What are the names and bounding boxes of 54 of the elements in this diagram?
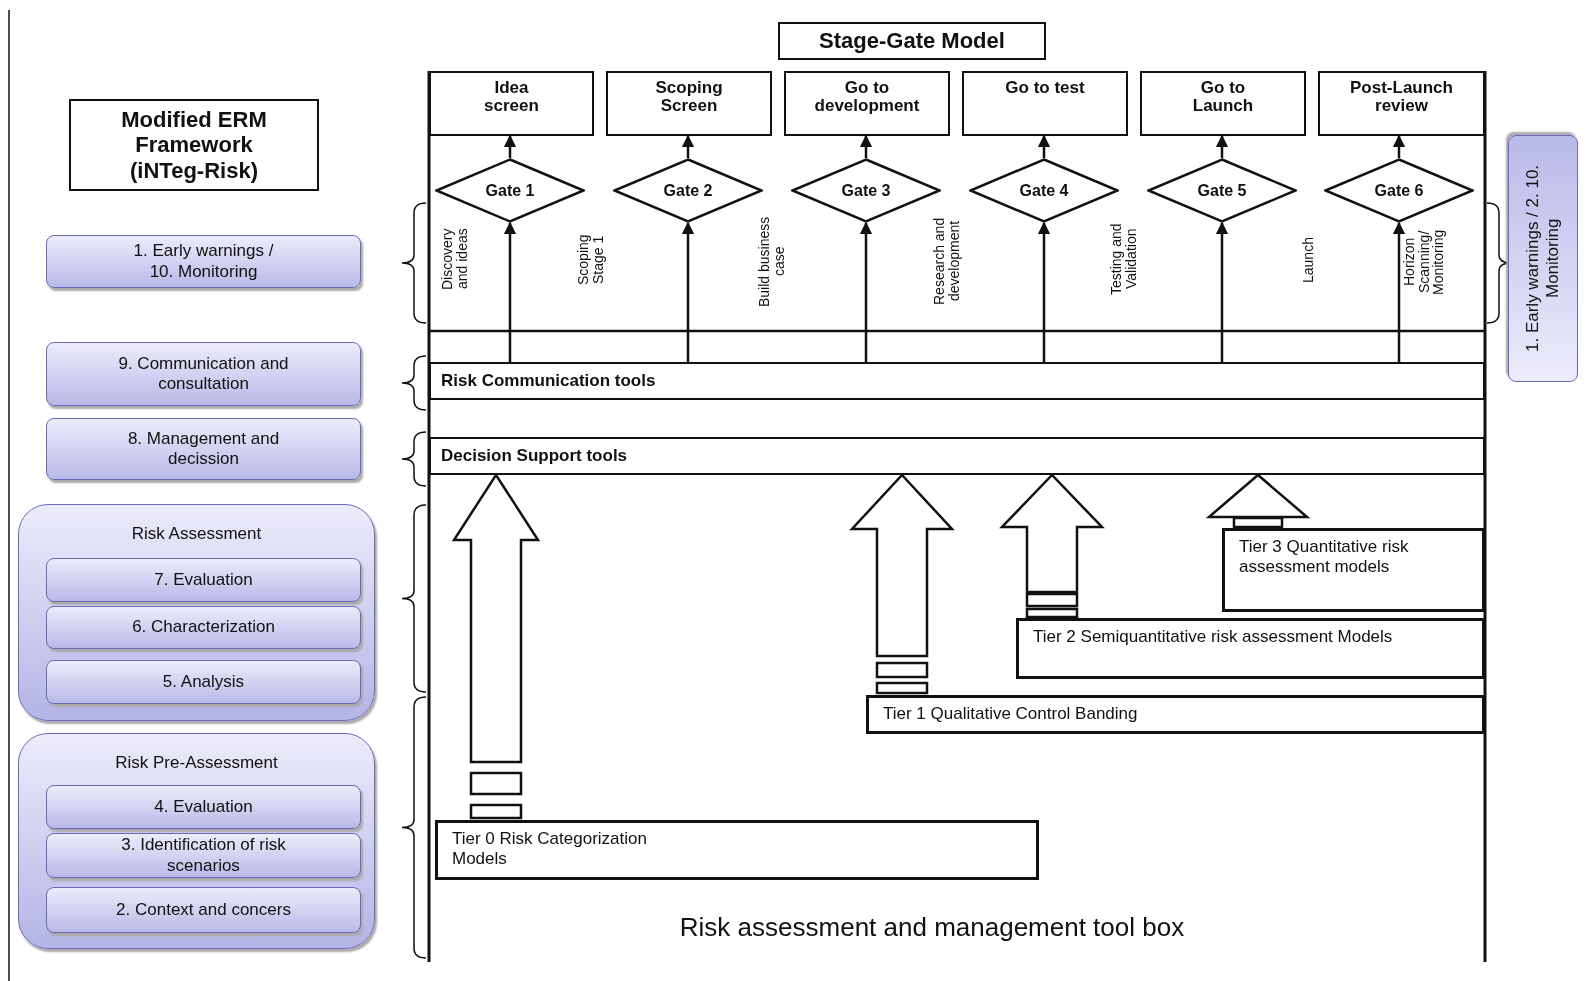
arrow (859, 134, 873, 158)
gate-diamond: Gate 5 (1147, 158, 1297, 223)
process-box: 3. Identification of risk scenarios (46, 833, 361, 878)
process-box: 1. Early warnings / 2. 10. Monitoring (1508, 135, 1578, 382)
heading-box: Modified ERM Framework (iNTeg-Risk) (69, 99, 319, 191)
block-arrow (849, 473, 955, 695)
arrow (1037, 221, 1051, 362)
stage-label: Testing and Validation (1109, 222, 1139, 297)
stage-box: Go to development (784, 71, 950, 136)
tier-box: Tier 1 Qualitative Control Banding (866, 695, 1485, 734)
arrow (1215, 221, 1229, 362)
block-arrow (999, 473, 1105, 619)
tool-band: Decision Support tools (429, 437, 1485, 475)
group-panel (18, 504, 375, 721)
stage-label: Launch (1301, 236, 1316, 285)
stage-box: Idea screen (429, 71, 594, 136)
arrow (681, 134, 695, 158)
process-box: 6. Characterization (46, 606, 361, 649)
process-box: 9. Communication and consultation (46, 342, 361, 406)
process-box: 7. Evaluation (46, 558, 361, 602)
process-box: 5. Analysis (46, 660, 361, 704)
block-arrow (451, 472, 541, 820)
arrow (503, 221, 517, 362)
stage-box: Go to test (962, 71, 1128, 136)
stage-box: Go to Launch (1140, 71, 1306, 136)
heading-box: Stage-Gate Model (778, 22, 1046, 60)
gate-diamond: Gate 1 (435, 158, 585, 223)
stage-box: Scoping Screen (606, 71, 772, 136)
tier-box: Tier 0 Risk Categorization Models (435, 820, 1039, 880)
tool-band: Risk Communication tools (429, 362, 1485, 400)
block-arrow (1205, 473, 1311, 529)
stage-label: Discovery and ideas (440, 227, 470, 292)
stage-label: Horizon Scanning/ Monitoring (1402, 228, 1447, 297)
arrow (1392, 221, 1406, 362)
stage-box: Post-Launch review (1318, 71, 1485, 136)
arrow (1392, 134, 1406, 158)
arrow (503, 134, 517, 158)
group-title: Risk Pre-Assessment (114, 753, 279, 773)
gate-diamond: Gate 4 (969, 158, 1119, 223)
group-title: Risk Assessment (130, 524, 263, 544)
process-box: 4. Evaluation (46, 785, 361, 829)
arrow (859, 221, 873, 362)
gate-diamond: Gate 6 (1324, 158, 1474, 223)
arrow (1037, 134, 1051, 158)
arrow (681, 221, 695, 362)
process-box: 2. Context and concers (46, 887, 361, 933)
group-panel (18, 733, 375, 949)
toolbox-caption: Risk assessment and management tool box (678, 912, 1186, 943)
tier-box: Tier 3 Quantitative risk assessment models (1222, 528, 1485, 612)
process-box: 1. Early warnings / 10. Monitoring (46, 235, 361, 288)
process-box: 8. Management and decission (46, 418, 361, 480)
stage-label: Scoping Stage 1 (576, 233, 606, 288)
tier-box: Tier 2 Semiquantitative risk assessment Models (1016, 618, 1485, 679)
arrow (1215, 134, 1229, 158)
